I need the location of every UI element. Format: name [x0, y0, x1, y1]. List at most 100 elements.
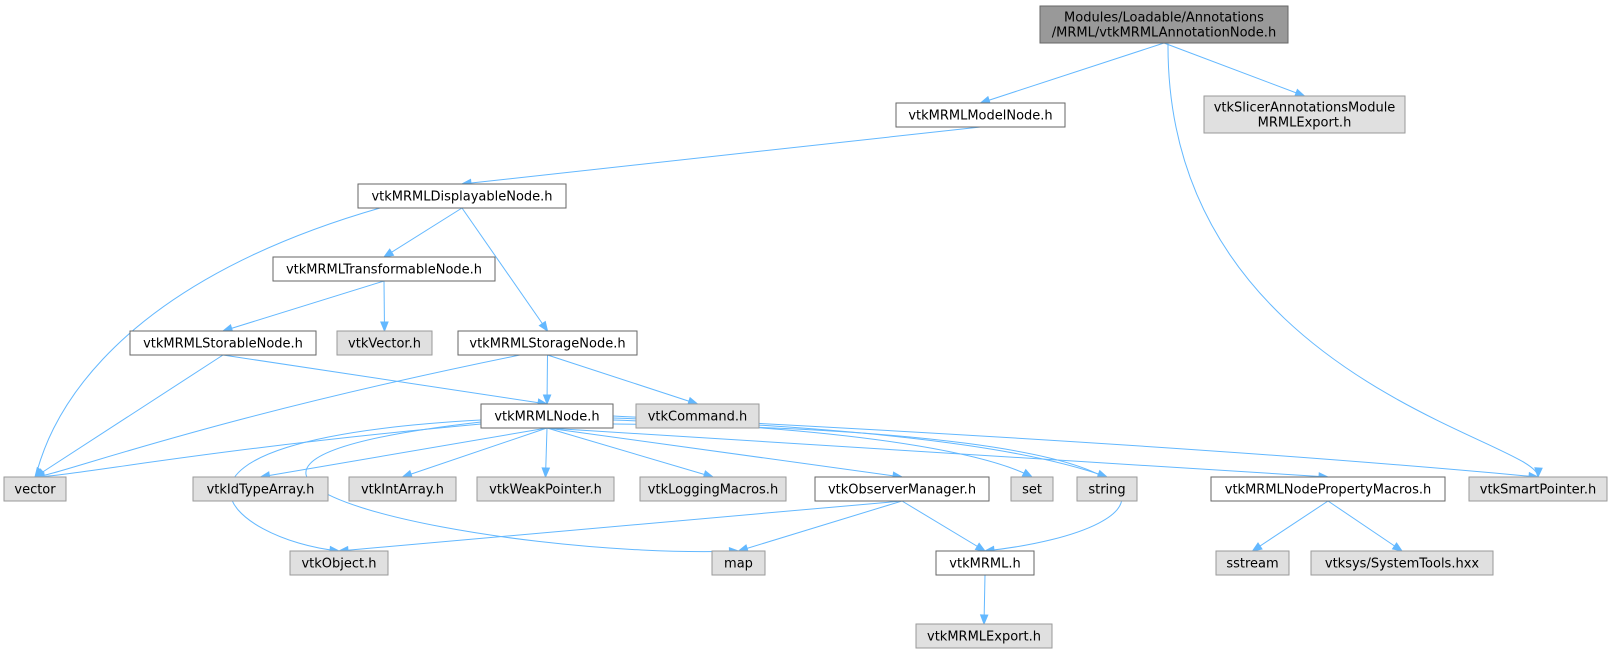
node-box: [711, 550, 766, 576]
edge-line: [305, 421, 739, 553]
node-logging: vtkLoggingMacros.h: [639, 476, 787, 502]
edge-line: [738, 500, 903, 552]
node-modelnode[interactable]: vtkMRMLModelNode.h: [895, 102, 1066, 128]
edge-line: [612, 419, 1033, 478]
edge-vtkmrml-to-mrmlexport: [979, 574, 989, 626]
edge-line: [546, 427, 714, 478]
edge-line: [260, 427, 548, 478]
edge-mrmlnode-to-idtype: [259, 427, 548, 480]
node-box: [272, 256, 496, 282]
node-sstream: sstream: [1215, 550, 1290, 576]
edge-propmacros-to-systools: [1327, 500, 1404, 552]
edge-arrowhead: [1294, 88, 1306, 97]
node-string: string: [1076, 476, 1138, 502]
edge-arrowhead: [541, 467, 551, 479]
node-label: vtkSlicerAnnotationsModule: [1214, 101, 1396, 116]
edge-mrmlnode-to-propmacros: [546, 427, 1330, 481]
node-box: [357, 183, 567, 209]
edge-line: [1327, 500, 1403, 552]
node-label: vtkMRMLExport.h: [927, 630, 1041, 645]
node-transformable[interactable]: vtkMRMLTransformableNode.h: [272, 256, 496, 282]
edge-arrowhead: [382, 248, 395, 258]
edge-line: [1252, 500, 1329, 552]
edges-layer: [33, 42, 1543, 626]
node-vtkvector: vtkVector.h: [336, 330, 433, 356]
node-observer[interactable]: vtkObserverManager.h: [814, 476, 990, 502]
edge-mrmlnode-to-logging: [546, 427, 715, 479]
node-label: MRMLExport.h: [1258, 116, 1352, 131]
node-idtype: vtkIdTypeArray.h: [192, 476, 329, 502]
node-label: map: [724, 557, 753, 572]
node-mrmlnode[interactable]: vtkMRMLNode.h: [480, 403, 614, 429]
node-box: [935, 550, 1035, 576]
node-box: [635, 403, 760, 429]
edge-arrowhead: [1391, 542, 1404, 552]
node-label: vtkMRMLStorageNode.h: [469, 337, 625, 352]
node-mrmlexport: vtkMRMLExport.h: [915, 623, 1053, 649]
node-box: [192, 476, 329, 502]
nodes-layer: Modules/Loadable/Annotations/MRML/vtkMRM…: [3, 5, 1608, 649]
edge-arrowhead: [1251, 542, 1263, 552]
edge-mrmlnode-to-weakptr: [541, 427, 551, 479]
edge-root-to-exporth: [1163, 42, 1306, 97]
edge-line: [383, 207, 463, 258]
edge-line: [34, 354, 521, 478]
edge-arrowhead: [974, 542, 987, 552]
edge-line: [1167, 42, 1539, 478]
edge-storable-to-vector: [33, 354, 224, 478]
node-box: [1039, 5, 1289, 44]
node-label: Modules/Loadable/Annotations: [1064, 11, 1264, 26]
node-intarray: vtkIntArray.h: [348, 476, 457, 502]
edge-line: [338, 500, 903, 552]
node-storage[interactable]: vtkMRMLStorageNode.h: [457, 330, 638, 356]
edge-line: [1163, 42, 1305, 97]
edge-storable-to-mrmlnode: [222, 354, 549, 407]
edge-line: [34, 207, 381, 478]
node-propmacros[interactable]: vtkMRMLNodePropertyMacros.h: [1210, 476, 1446, 502]
node-label: vtkObserverManager.h: [828, 483, 976, 498]
node-label: vtkMRMLNode.h: [494, 410, 599, 425]
edge-line: [546, 427, 903, 478]
edge-arrowhead: [380, 321, 389, 333]
edge-arrowhead: [1021, 468, 1034, 478]
edge-observer-to-vtkobject: [337, 500, 903, 555]
node-label: /MRML/vtkMRMLAnnotationNode.h: [1052, 26, 1276, 41]
edge-line: [612, 415, 1539, 478]
edge-root-to-modelnode: [979, 42, 1165, 105]
node-storable[interactable]: vtkMRMLStorableNode.h: [129, 330, 317, 356]
node-label: vtkSmartPointer.h: [1480, 483, 1596, 498]
node-box: [1310, 550, 1494, 576]
edge-line: [222, 280, 385, 332]
node-box: [895, 102, 1066, 128]
edge-line: [34, 423, 482, 478]
node-displayable[interactable]: vtkMRMLDisplayableNode.h: [357, 183, 567, 209]
node-box: [3, 476, 67, 502]
edge-line: [901, 500, 986, 552]
edge-line: [222, 354, 548, 405]
node-label: vtkIntArray.h: [361, 483, 444, 498]
node-box: [1010, 476, 1054, 502]
node-box: [1215, 550, 1290, 576]
edge-displayable-to-storage: [461, 207, 549, 333]
node-map: map: [711, 550, 766, 576]
node-label: vtkLoggingMacros.h: [648, 483, 778, 498]
edge-storage-to-vector: [33, 354, 521, 481]
node-vtkmrml[interactable]: vtkMRML.h: [935, 550, 1035, 576]
node-label: vtkMRMLTransformableNode.h: [286, 263, 482, 278]
node-label: vtkWeakPointer.h: [489, 483, 602, 498]
node-root[interactable]: Modules/Loadable/Annotations/MRML/vtkMRM…: [1039, 5, 1289, 44]
node-box: [348, 476, 457, 502]
node-box: [129, 330, 317, 356]
edge-line: [546, 427, 1329, 478]
edge-mrmlnode-to-set: [612, 419, 1034, 478]
edge-line: [547, 354, 698, 405]
node-box: [480, 403, 614, 429]
node-box: [336, 330, 433, 356]
node-label: string: [1088, 483, 1125, 498]
node-vector: vector: [3, 476, 67, 502]
edge-root-to-smartptr: [1167, 42, 1543, 479]
node-label: vtkIdTypeArray.h: [207, 483, 315, 498]
edge-line: [402, 427, 548, 478]
